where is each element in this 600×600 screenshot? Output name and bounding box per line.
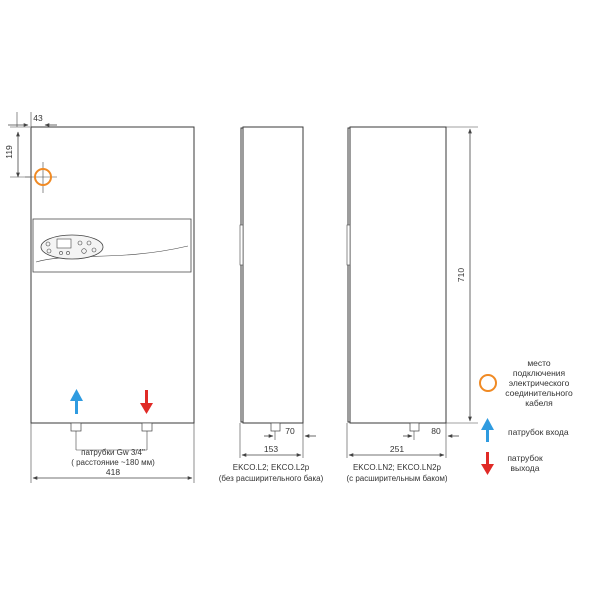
front-button: [45, 241, 51, 247]
side1-boiler-body: [242, 126, 304, 424]
side2-boiler-body: [349, 126, 447, 424]
legend-outlet-label: выхода: [510, 463, 539, 473]
dim-label-153: 153: [264, 444, 278, 454]
legend-connection-line: подключения: [513, 368, 566, 378]
legend-outlet-label: патрубок: [507, 453, 543, 463]
side1-pipe: [270, 422, 281, 432]
side2-caption-line2: (с расширительным баком): [346, 474, 447, 483]
side1-caption-line1: EKCO.L2; EKCO.L2p: [233, 463, 310, 472]
front-caption-line1: патрубки Gw 3/4": [81, 448, 145, 457]
legend-connection-text: место подключения электрического соедини…: [505, 358, 573, 408]
front-outlet-pipe: [141, 422, 153, 432]
front-cable-connection-marker: [34, 168, 52, 186]
legend-inlet-arrow-icon: [481, 418, 494, 442]
dim-label-251: 251: [390, 444, 404, 454]
front-display-unit: [40, 234, 104, 260]
legend-connection-line: соединительного: [505, 388, 573, 398]
legend-connection-icon: [479, 374, 497, 392]
dim-label-70: 70: [285, 426, 295, 436]
dim-label-119: 119: [4, 145, 14, 159]
front-button: [59, 251, 63, 255]
side1-caption-line2: (без расширительного бака): [219, 474, 324, 483]
legend-connection-line: кабеля: [525, 398, 553, 408]
side-view-without-tank: 70 153 EKCO.L2; EKCO.L2p (без расширител…: [219, 126, 324, 483]
front-button: [81, 248, 87, 254]
legend-connection-line: электрического: [509, 378, 570, 388]
side-view-with-tank: 710 80 251 EKCO.LN2; EKCO.LN2p (с расшир…: [346, 126, 478, 483]
front-view: 43 119 патрубки Gw 3/4" ( расстояние ~18…: [4, 112, 195, 483]
front-button: [77, 240, 83, 246]
dim-label-710: 710: [456, 268, 466, 282]
front-outlet-arrow: [140, 390, 153, 414]
legend: место подключения электрического соедини…: [479, 358, 573, 475]
front-button: [66, 251, 70, 255]
dim-label-80: 80: [431, 426, 441, 436]
front-panel-curve: [35, 245, 189, 263]
front-inlet-pipe: [70, 422, 82, 432]
front-button: [91, 247, 97, 253]
front-caption-line2: ( расстояние ~180 мм): [71, 458, 155, 467]
dim-label-43: 43: [33, 113, 43, 123]
side2-pipe: [409, 422, 420, 432]
legend-connection-line: место: [527, 358, 551, 368]
legend-outlet-arrow-icon: [481, 452, 494, 475]
front-button: [86, 240, 92, 246]
front-lcd-screen: [56, 238, 72, 249]
front-boiler-body: [30, 126, 195, 424]
side2-panel-bulge: [346, 224, 351, 266]
dim-label-418: 418: [106, 467, 120, 477]
side1-panel-bulge: [239, 224, 244, 266]
side2-caption-line1: EKCO.LN2; EKCO.LN2p: [353, 463, 442, 472]
front-button: [46, 248, 52, 254]
front-inlet-arrow: [70, 389, 83, 414]
legend-inlet-label: патрубок входа: [508, 427, 569, 437]
